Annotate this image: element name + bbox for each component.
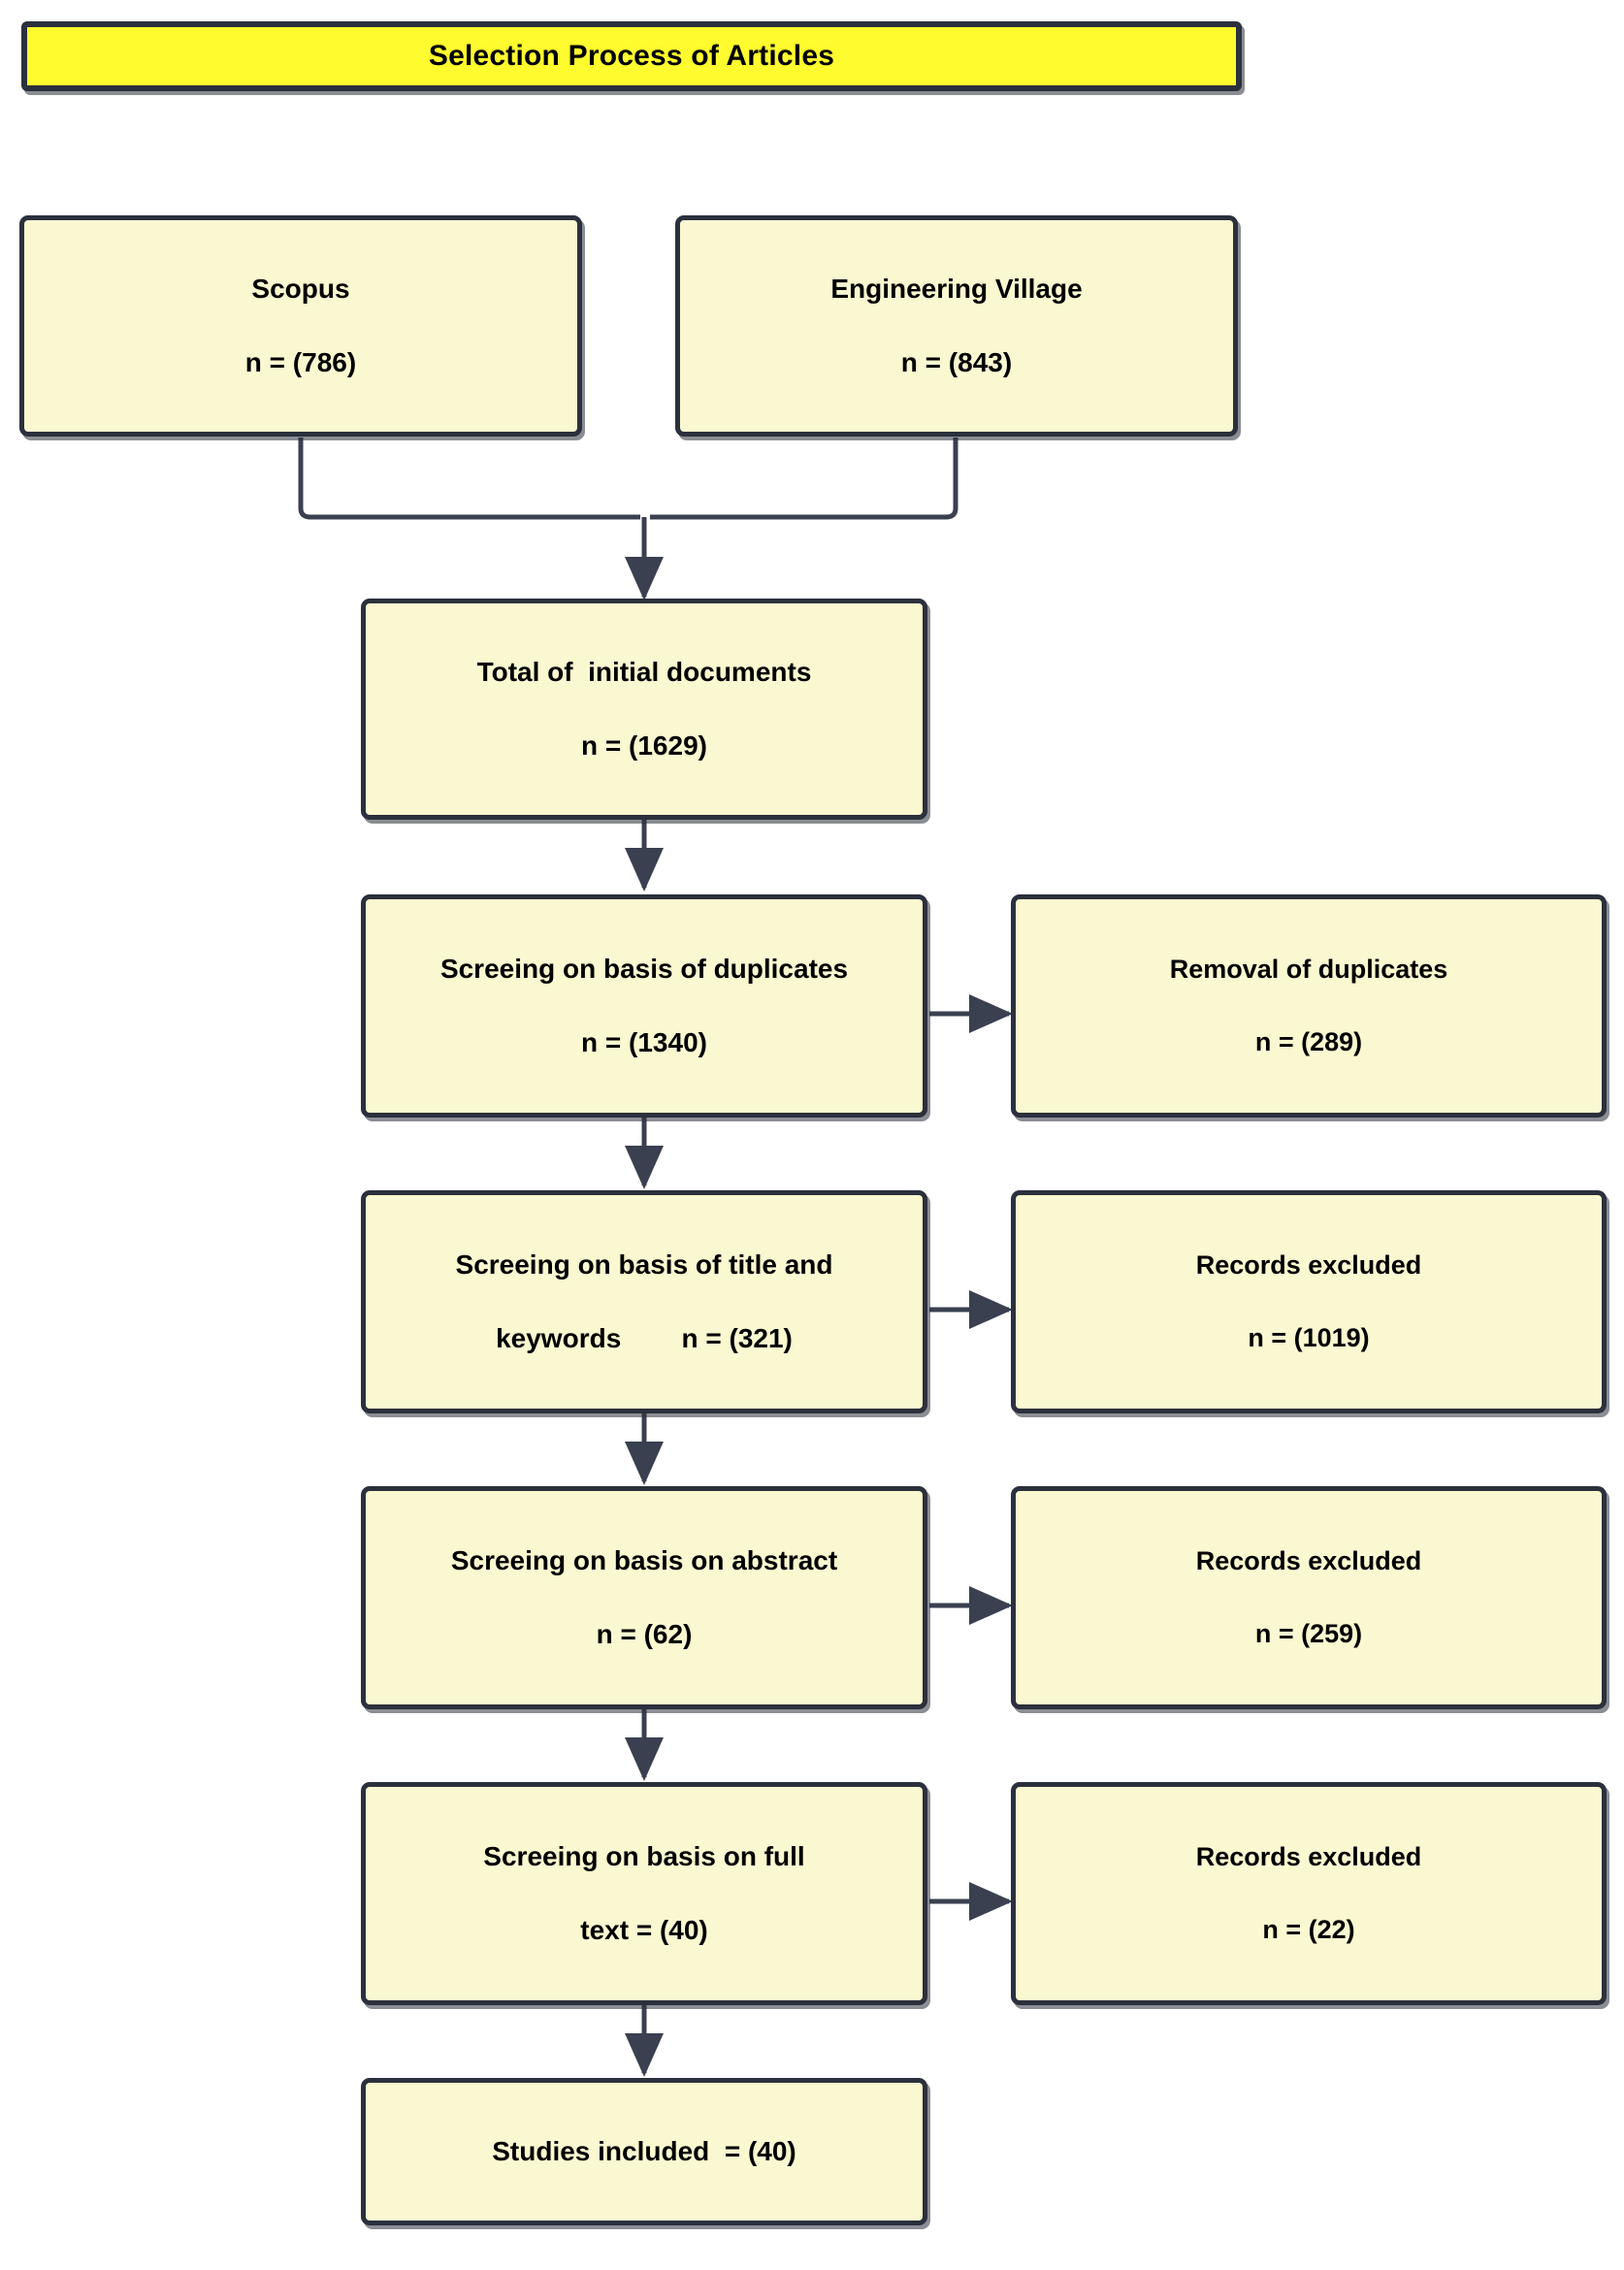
node-engineering-village-count: n = (843) xyxy=(900,347,1013,377)
node-total-label: Total of initial documents xyxy=(476,657,812,687)
node-screening-title-keywords: Screeing on basis of title and keywords … xyxy=(361,1190,927,1413)
node-studies-included-label: Studies included = (40) xyxy=(492,2136,796,2166)
node-scopus: Scopus n = (786) xyxy=(19,215,582,437)
node-screening-abstract: Screeing on basis on abstract n = (62) xyxy=(361,1486,927,1709)
connector-ev-to-total xyxy=(650,438,958,520)
node-total-initial-documents: Total of initial documents n = (1629) xyxy=(361,599,927,820)
node-scopus-label: Scopus xyxy=(251,274,350,304)
node-records-excluded-fulltext-label: Records excluded xyxy=(1195,1842,1422,1871)
node-screening-title-keywords-count: keywords n = (321) xyxy=(496,1323,793,1353)
node-studies-included: Studies included = (40) xyxy=(361,2078,927,2225)
node-engineering-village-label: Engineering Village xyxy=(830,274,1083,304)
node-removal-of-duplicates: Removal of duplicates n = (289) xyxy=(1011,894,1607,1118)
node-engineering-village: Engineering Village n = (843) xyxy=(675,215,1238,437)
node-records-excluded-title: Records excluded n = (1019) xyxy=(1011,1190,1607,1413)
node-screening-duplicates-label: Screeing on basis of duplicates xyxy=(439,954,849,984)
node-screening-full-text-label: Screeing on basis on full xyxy=(483,1841,805,1871)
node-screening-abstract-count: n = (62) xyxy=(596,1619,693,1649)
node-records-excluded-title-count: n = (1019) xyxy=(1248,1323,1370,1352)
node-removal-of-duplicates-label: Removal of duplicates xyxy=(1169,955,1448,984)
node-scopus-count: n = (786) xyxy=(244,347,357,377)
node-records-excluded-fulltext-count: n = (22) xyxy=(1262,1915,1355,1944)
node-screening-title-keywords-label: Screeing on basis of title and xyxy=(455,1249,833,1280)
node-screening-duplicates-count: n = (1340) xyxy=(581,1027,707,1057)
node-records-excluded-abstract: Records excluded n = (259) xyxy=(1011,1486,1607,1709)
node-total-count: n = (1629) xyxy=(581,730,707,761)
node-records-excluded-abstract-label: Records excluded xyxy=(1195,1546,1422,1575)
node-screening-full-text-count: text = (40) xyxy=(580,1915,708,1945)
node-screening-duplicates: Screeing on basis of duplicates n = (134… xyxy=(361,894,927,1118)
diagram-title-box: Selection Process of Articles xyxy=(21,21,1242,91)
node-screening-abstract-label: Screeing on basis on abstract xyxy=(450,1545,838,1575)
node-screening-full-text: Screeing on basis on full text = (40) xyxy=(361,1782,927,2005)
node-records-excluded-abstract-count: n = (259) xyxy=(1254,1619,1363,1648)
connector-scopus-to-total xyxy=(298,438,640,520)
node-records-excluded-title-label: Records excluded xyxy=(1195,1250,1422,1280)
diagram-title: Selection Process of Articles xyxy=(428,40,835,72)
node-records-excluded-fulltext: Records excluded n = (22) xyxy=(1011,1782,1607,2005)
node-removal-of-duplicates-count: n = (289) xyxy=(1254,1027,1363,1056)
